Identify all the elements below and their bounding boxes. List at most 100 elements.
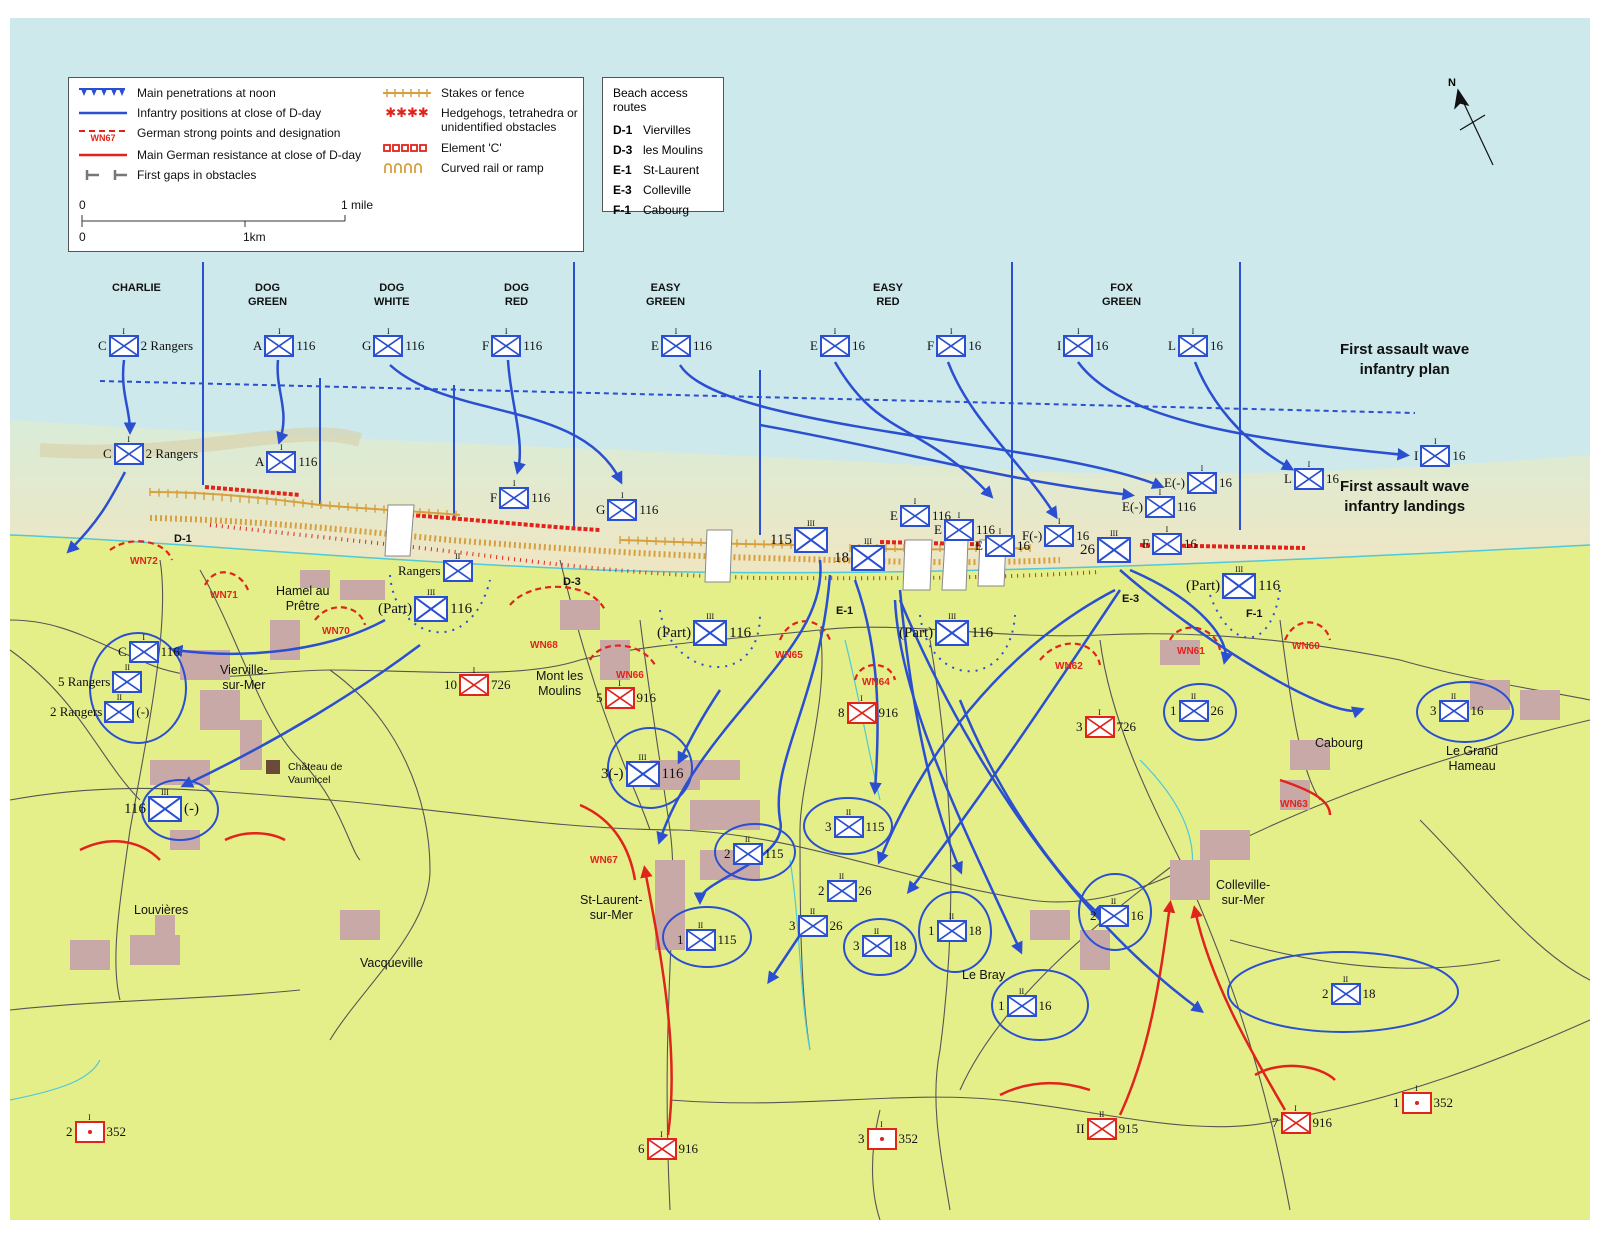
- gap-bracket-icon: [77, 168, 129, 182]
- place-label: Le Grand Hameau: [1446, 744, 1499, 773]
- unit-echelon: I: [472, 666, 476, 675]
- infantry-unit-icon: I: [1144, 488, 1175, 518]
- infantry-unit-icon: I: [936, 327, 967, 357]
- unit-parent: 16: [1076, 528, 1090, 543]
- scale-zero-bottom: 0: [79, 230, 86, 244]
- sector-label: DOG WHITE: [374, 282, 410, 308]
- exit-label: E-1: [836, 605, 854, 617]
- unit-designation: E: [890, 508, 898, 523]
- unit-parent: 16: [1218, 475, 1232, 490]
- unit-parent: 26: [829, 918, 843, 933]
- infantry-unit-icon: I: [1063, 327, 1094, 357]
- unit-echelon: I: [1434, 437, 1437, 446]
- infantry-unit-icon: II: [112, 663, 143, 693]
- unit-designation: 18: [834, 549, 849, 566]
- unit-parent: 116: [1258, 577, 1281, 594]
- element-c-icon: [381, 141, 433, 155]
- resistance-lines: [79, 778, 1336, 1097]
- artillery-unit-icon: I: [1401, 1084, 1432, 1114]
- unit-parent: 18: [1362, 986, 1376, 1001]
- route-code: E-1: [613, 163, 632, 177]
- unit-echelon: I: [618, 679, 621, 688]
- infantry-unit-icon: I: [1420, 437, 1451, 467]
- route-item: D-3 les Moulins: [613, 140, 713, 160]
- infantry-unit-icon: I: [646, 1130, 677, 1160]
- infantry-unit-icon: III: [851, 537, 885, 571]
- unit-parent: 116: [450, 600, 473, 617]
- infantry-unit-icon: III: [147, 788, 182, 822]
- unit-echelon: I: [504, 327, 508, 336]
- unit-parent: 116: [296, 338, 316, 353]
- unit-echelon: I: [957, 511, 961, 520]
- plan-line: [99, 380, 1416, 414]
- unit-parent: 16: [851, 338, 865, 353]
- infantry-unit-icon: I: [1044, 517, 1075, 547]
- unit-designation: G: [362, 338, 372, 353]
- unit-echelon: III: [638, 753, 647, 762]
- unit-echelon: I: [512, 479, 516, 488]
- position-ellipses: [89, 632, 1514, 1041]
- unit-echelon: I: [1165, 525, 1169, 534]
- unit-echelon: I: [1057, 517, 1061, 526]
- unit-parent: 18: [968, 923, 982, 938]
- unit-parent: 16: [1130, 908, 1144, 923]
- unit-parent: 116: [971, 624, 994, 641]
- place-label: St-Laurent- sur-Mer: [580, 893, 643, 922]
- exit-label: F-1: [1246, 608, 1263, 620]
- infantry-unit-icon: I: [113, 435, 144, 465]
- unit-designation: F: [482, 338, 490, 353]
- unit-designation: E: [934, 522, 942, 537]
- strongpoint-tag: WN67: [90, 132, 116, 143]
- unit-parent: 116: [692, 338, 712, 353]
- unit-parent: 916: [878, 705, 899, 720]
- unit-echelon: III: [806, 519, 815, 528]
- unit-echelon: III: [948, 612, 957, 621]
- route-code: D-3: [613, 143, 633, 157]
- unit-echelon: II: [809, 907, 816, 916]
- strongpoint-label: WN65: [775, 650, 803, 661]
- unit-echelon: I: [833, 327, 837, 336]
- unit-designation: 8: [838, 705, 845, 720]
- strongpoint-label: WN70: [322, 626, 350, 637]
- unit-designation: 1: [677, 932, 684, 947]
- infantry-unit-icon: I: [819, 327, 850, 357]
- sector-label: EASY GREEN: [646, 282, 686, 308]
- unit-echelon: II: [124, 663, 131, 672]
- unit-designation: 6: [638, 1141, 645, 1156]
- unit-echelon: II: [744, 835, 751, 844]
- legend-item: ✱✱✱✱ Hedgehogs, tetrahedra or unidentifi…: [381, 105, 581, 134]
- infantry-unit-icon: II: [1006, 987, 1037, 1017]
- unit-echelon: II: [1018, 987, 1025, 996]
- penetration-arcs: [389, 574, 1281, 673]
- unit-echelon: II: [1342, 975, 1349, 984]
- unit-parent: 352: [1433, 1095, 1454, 1110]
- legend-label: Hedgehogs, tetrahedra or unidentified ob…: [441, 106, 578, 134]
- legend-box: Main penetrations at noon Infantry posit…: [68, 77, 584, 252]
- unit-echelon: II: [838, 872, 845, 881]
- place-label: Vierville- sur-Mer: [220, 663, 268, 692]
- unit-parent: 116: [405, 338, 425, 353]
- unit-designation: 26: [1080, 541, 1095, 558]
- unit-parent: 116: [160, 644, 180, 659]
- infantry-unit-icon: II: [797, 907, 828, 937]
- route-name: les Moulins: [643, 143, 704, 157]
- infantry-unit-icon: III: [935, 612, 970, 646]
- infantry-unit-icon: I: [1280, 1104, 1311, 1134]
- place-label: Louvières: [134, 903, 189, 917]
